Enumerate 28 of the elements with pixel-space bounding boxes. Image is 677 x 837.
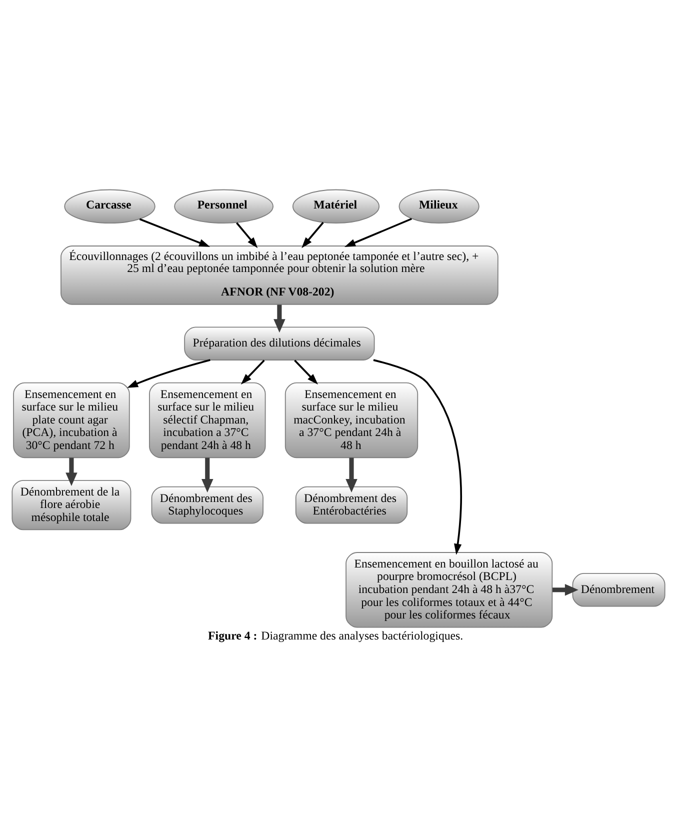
arrow	[552, 584, 578, 596]
node-box: Ensemencement en surface sur le milieu plate count agar (PCA), incubation à 30°C pendant 72 h	[13, 382, 130, 458]
node-ellipse: Carcasse	[64, 189, 156, 224]
arrow	[302, 222, 324, 248]
node-box: Ensemencement en bouillon lactosé au pourpre bromocrésol (BCPL) incubation pendant 24h à 48 h à37°C pour les coliformes totaux et à 44°C pour les coliformes fécaux	[346, 552, 553, 628]
arrow	[202, 458, 214, 492]
arrow	[127, 359, 210, 388]
node-box: Dénombrement de la flore aérobie mésophile totale	[12, 480, 132, 530]
arrow	[236, 222, 258, 248]
node-box: Ensemencement en surface sur le milieu macConkey, incubation a 37°C pendant 24h à 48 h	[284, 382, 418, 458]
node-box: Dénombrement des Entérobactéries	[295, 486, 408, 524]
node-box: Écouvillonnages (2 écouvillons un imbibé à l’eau peptonée tamponée et l’autre sec), + 25 ml d’eau peptonée tamponnée pour obtenir la solution mère AFNOR (NF V08-202)	[60, 246, 498, 305]
arrow	[346, 458, 358, 492]
arrow	[139, 218, 210, 247]
arrow	[294, 360, 318, 385]
arrow	[344, 218, 412, 247]
node-box: Ensemencement en surface sur le milieu sélectif Chapman, incubation a 37°C pendant 24h à 48 h	[149, 382, 266, 458]
arrow	[240, 360, 265, 385]
caption: Figure 4 : Diagramme des analyses bactériologiques.	[208, 628, 464, 643]
node-ellipse: Matériel	[292, 189, 380, 224]
node-ellipse: Personnel	[174, 189, 274, 224]
arrow	[66, 458, 78, 486]
arrow	[274, 304, 286, 333]
node-box: Dénombrement	[572, 573, 666, 607]
node-ellipse: Milieux	[398, 189, 480, 224]
arrow	[373, 359, 462, 555]
node-box: Dénombrement des Staphylocoques	[151, 486, 264, 524]
node-box: Préparation des dilutions décimales	[184, 326, 375, 360]
